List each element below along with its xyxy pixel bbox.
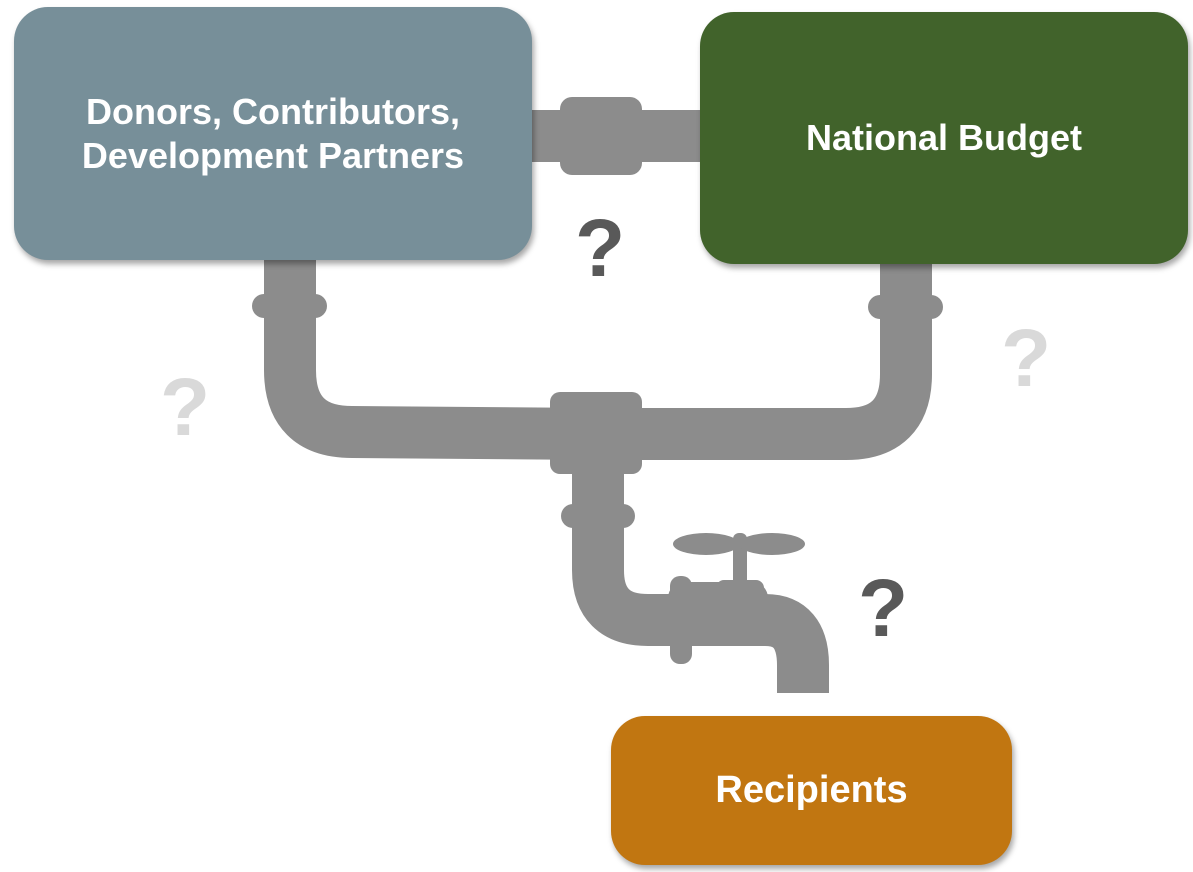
donors-box: Donors, Contributors, Development Partne… (14, 7, 532, 260)
feed-coupling (561, 504, 635, 528)
donors-label-line2: Development Partners (81, 134, 465, 176)
donors-label-line1: Donors, Contributors, (86, 90, 460, 132)
recipients-box: Recipients (611, 716, 1012, 865)
t-junction (550, 392, 642, 474)
faucet-valve-base (716, 580, 764, 598)
question-mark-icon: ? (574, 203, 626, 294)
recipients-label: Recipients (715, 769, 908, 811)
faucet-feed-pipe (572, 470, 760, 646)
faucet-handle-right (739, 533, 805, 555)
right-down-pipe (600, 262, 932, 460)
faucet-handle-left (673, 533, 739, 555)
top-connector-coupling (560, 97, 642, 175)
question-mark-icon: ? (857, 563, 909, 654)
national-budget-box: National Budget (700, 12, 1188, 264)
question-mark-icon: ? (1000, 313, 1052, 404)
right-coupling (868, 295, 943, 319)
left-coupling (252, 294, 327, 318)
donors-label: Donors, Contributors, Development Partne… (82, 90, 464, 178)
left-down-pipe (264, 258, 601, 460)
question-mark-icon: ? (159, 362, 211, 453)
faucet-body-ring (670, 576, 692, 664)
national-budget-label: National Budget (806, 117, 1082, 158)
